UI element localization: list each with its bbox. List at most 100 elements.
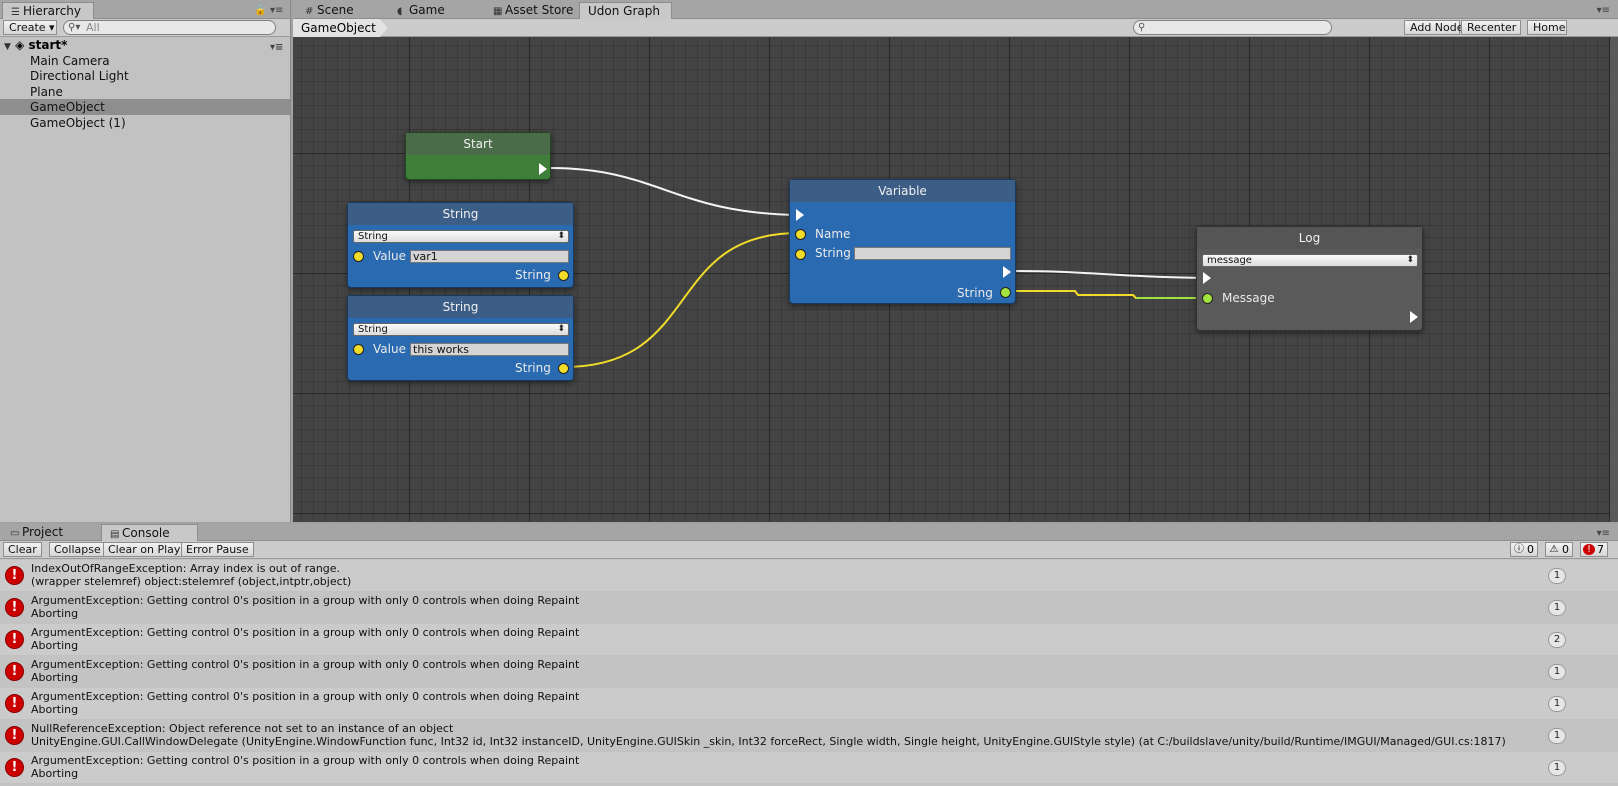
flow-wire-start-variable: [549, 167, 799, 216]
clear-on-play-button[interactable]: Clear on Play: [103, 542, 186, 557]
lock-icon[interactable]: 🔒: [254, 5, 267, 16]
log-detail: Aborting: [31, 607, 79, 620]
log-entry[interactable]: ! ArgumentException: Getting control 0's…: [0, 592, 1618, 623]
message-in-port[interactable]: [1202, 293, 1213, 304]
breadcrumb[interactable]: GameObject: [293, 19, 388, 37]
console-tabbar: ▭Project ▤Console ▾≡: [0, 524, 1618, 541]
value-label: Value: [373, 342, 406, 356]
string-node-1-type-dropdown[interactable]: String: [353, 230, 569, 243]
error-pause-button[interactable]: Error Pause: [181, 542, 254, 557]
foldout-arrow-icon[interactable]: ▼: [4, 42, 11, 52]
add-node-button[interactable]: Add Node: [1404, 20, 1464, 35]
log-overload-dropdown[interactable]: message: [1202, 254, 1418, 267]
log-count-badge: 1: [1548, 728, 1566, 744]
warning-icon: ⚠: [1549, 544, 1559, 555]
collapse-button[interactable]: Collapse: [49, 542, 106, 557]
hierarchy-panel: ☰Hierarchy 🔒 ▾≡ Create ▾ ⚲▾All ▼ ◈ start…: [0, 0, 291, 522]
console-menu-icon[interactable]: ▾≡: [1596, 528, 1610, 539]
string-node-1-value-field[interactable]: var1: [410, 250, 569, 263]
flow-in-port[interactable]: [1203, 272, 1211, 284]
string-node-2[interactable]: String String Value this works String: [347, 295, 574, 381]
tab-project[interactable]: ▭Project: [2, 524, 71, 541]
value-in-port[interactable]: [353, 251, 364, 262]
log-node[interactable]: Log message Message: [1196, 226, 1423, 331]
tab-asset-store[interactable]: ▦Asset Store: [485, 2, 581, 19]
scene-root[interactable]: ▼ ◈ start* ▾≡: [0, 37, 290, 54]
string-node-1[interactable]: String String Value var1 String: [347, 202, 574, 288]
hierarchy-item-plane[interactable]: Plane: [0, 84, 290, 100]
scene-menu-icon[interactable]: ▾≡: [270, 42, 284, 53]
clear-label: Clear: [8, 543, 37, 556]
hierarchy-item-directional-light[interactable]: Directional Light: [0, 68, 290, 84]
warning-count-toggle[interactable]: ⚠0: [1545, 542, 1573, 557]
clear-button[interactable]: Clear: [3, 542, 42, 557]
log-entry[interactable]: ! ArgumentException: Getting control 0's…: [0, 624, 1618, 655]
flow-out-port[interactable]: [1003, 266, 1011, 278]
hierarchy-item-gameobject[interactable]: GameObject: [0, 99, 290, 115]
graph-scrollbar[interactable]: [1610, 37, 1618, 522]
window-menu-icon[interactable]: ▾≡: [1596, 5, 1610, 16]
log-entry[interactable]: ! ArgumentException: Getting control 0's…: [0, 752, 1618, 783]
panel-menu-icon[interactable]: ▾≡: [270, 5, 284, 16]
error-icon: !: [5, 694, 24, 713]
tab-game[interactable]: ◖Game: [389, 2, 453, 19]
log-detail: Aborting: [31, 767, 79, 780]
hierarchy-search-input[interactable]: ⚲▾All: [63, 20, 276, 35]
string-out-port[interactable]: [558, 363, 569, 374]
create-button[interactable]: Create ▾: [3, 20, 57, 35]
string-out-label: String: [515, 268, 551, 282]
string-out-port[interactable]: [558, 270, 569, 281]
tab-udon-graph[interactable]: Udon Graph: [579, 2, 672, 19]
graph-toolbar: ⚲ Add Node Recenter Home: [293, 19, 1618, 37]
tab-hierarchy[interactable]: ☰Hierarchy: [2, 2, 94, 19]
log-entry[interactable]: ! IndexOutOfRangeException: Array index …: [0, 560, 1618, 591]
name-in-port[interactable]: [795, 229, 806, 240]
log-message: NullReferenceException: Object reference…: [31, 722, 454, 735]
scene-name: start*: [28, 38, 68, 52]
hierarchy-item-label: Plane: [30, 85, 63, 99]
flow-out-port[interactable]: [539, 163, 547, 175]
error-icon: !: [1583, 544, 1595, 555]
value-in-port[interactable]: [353, 344, 364, 355]
tab-udon-graph-label: Udon Graph: [588, 4, 660, 18]
start-node[interactable]: Start: [405, 132, 551, 180]
error-icon: !: [5, 726, 24, 745]
pacman-icon: ◖: [397, 6, 403, 17]
tab-console-label: Console: [122, 526, 170, 540]
home-button[interactable]: Home: [1527, 20, 1567, 35]
tab-scene[interactable]: #Scene: [297, 2, 362, 19]
name-label: Name: [815, 227, 851, 241]
error-count-toggle[interactable]: !7: [1580, 542, 1608, 557]
log-entry[interactable]: ! ArgumentException: Getting control 0's…: [0, 688, 1618, 719]
string-node-2-value-field[interactable]: this works: [410, 343, 569, 356]
recenter-button[interactable]: Recenter: [1461, 20, 1521, 35]
flow-in-port[interactable]: [796, 209, 804, 221]
log-detail: UnityEngine.GUI.CallWindowDelegate (Unit…: [31, 735, 1506, 748]
value-text: this works: [413, 343, 469, 356]
recenter-label: Recenter: [1467, 21, 1517, 34]
variable-node[interactable]: Variable Name String String: [789, 179, 1016, 304]
collapse-label: Collapse: [54, 543, 101, 556]
graph-canvas[interactable]: Start String String Value var1 String St…: [293, 37, 1618, 522]
string-node-2-title: String: [348, 296, 573, 318]
log-entry[interactable]: ! NullReferenceException: Object referen…: [0, 720, 1618, 751]
log-detail: Aborting: [31, 703, 79, 716]
tab-console[interactable]: ▤Console: [101, 524, 198, 541]
hierarchy-item-main-camera[interactable]: Main Camera: [0, 53, 290, 69]
warning-count: 0: [1562, 543, 1569, 556]
log-count-badge: 1: [1548, 600, 1566, 616]
variable-string-field[interactable]: [854, 247, 1011, 260]
graph-search-input[interactable]: ⚲: [1133, 20, 1332, 35]
string-out-label: String: [515, 361, 551, 375]
flow-out-port[interactable]: [1410, 311, 1418, 323]
string-node-2-type-dropdown[interactable]: String: [353, 323, 569, 336]
create-button-label: Create: [9, 21, 46, 34]
string-out-port[interactable]: [1000, 287, 1011, 298]
log-entry[interactable]: ! ArgumentException: Getting control 0's…: [0, 656, 1618, 687]
string-in-port[interactable]: [795, 249, 806, 260]
log-detail: Aborting: [31, 671, 79, 684]
hierarchy-item-gameobject-1[interactable]: GameObject (1): [0, 115, 290, 131]
hierarchy-toolbar: Create ▾ ⚲▾All: [0, 19, 290, 37]
search-icon: ⚲: [1138, 22, 1146, 33]
